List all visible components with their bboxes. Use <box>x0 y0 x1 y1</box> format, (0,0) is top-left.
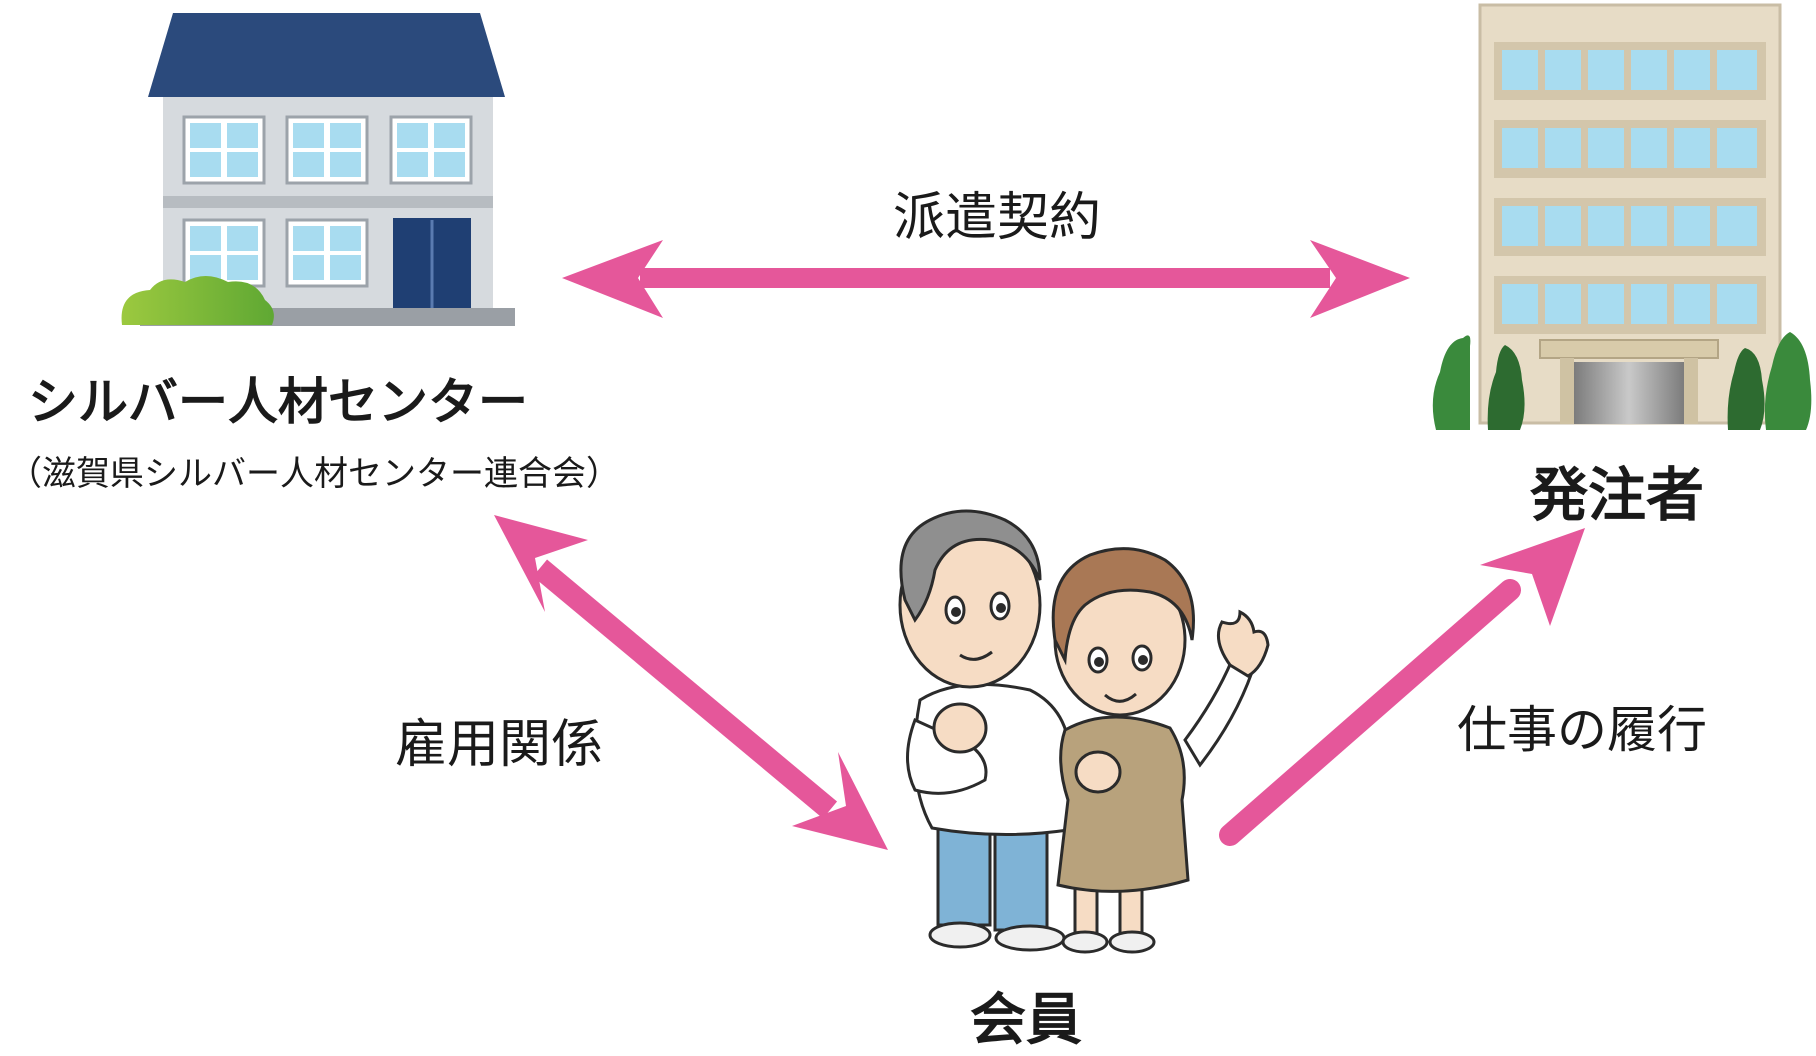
arrow-work-performance <box>1219 528 1585 846</box>
employment-label: 雇用関係 <box>395 715 604 775</box>
work-performance-label: 仕事の履行 <box>1457 701 1707 759</box>
member-label: 会員 <box>970 988 1082 1053</box>
arrow-employment <box>494 515 888 850</box>
office-building-icon <box>1432 3 1812 430</box>
elderly-couple-icon <box>898 509 1270 954</box>
house-building-icon <box>121 13 515 326</box>
dispatch-contract-label: 派遣契約 <box>893 188 1102 248</box>
arrow-dispatch-contract <box>562 240 1410 318</box>
client-label: 発注者 <box>1530 461 1705 529</box>
center-sub-label: （滋賀県シルバー人材センター連合会） <box>8 454 620 494</box>
center-name-label: シルバー人材センター <box>28 373 528 431</box>
